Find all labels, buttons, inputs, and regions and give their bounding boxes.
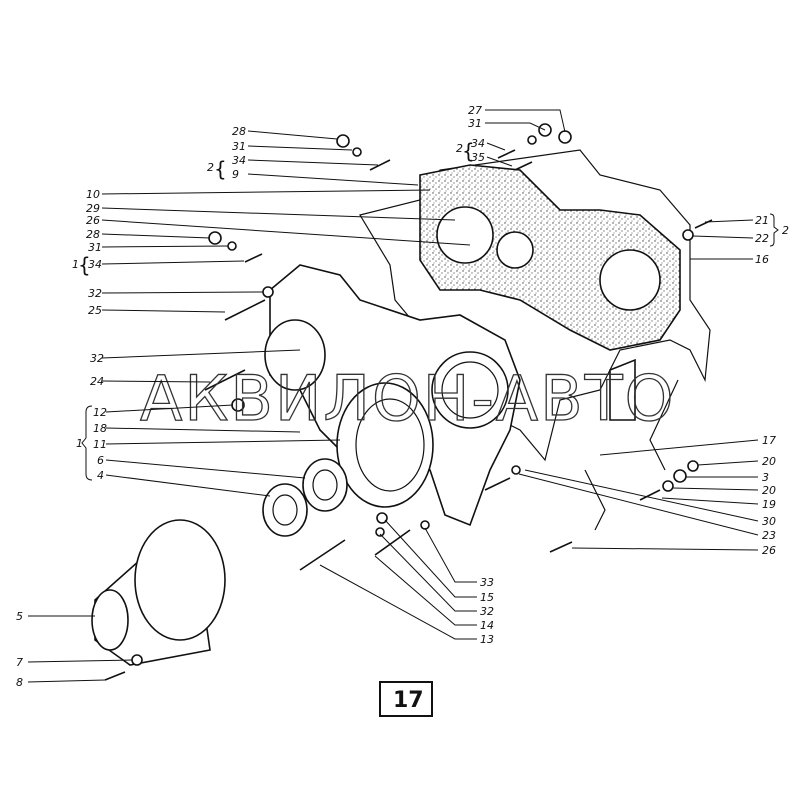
- bolts: [104, 149, 713, 681]
- clip: [584, 469, 606, 531]
- callout-label: 18: [93, 422, 107, 435]
- callout-label: 20: [762, 455, 776, 468]
- group-brace: [81, 405, 93, 481]
- callout-label: 34: [88, 258, 102, 271]
- callout-label: 16: [755, 253, 769, 266]
- callout-label: 19: [762, 498, 776, 511]
- figure-number-box: [379, 681, 433, 717]
- flange-inner: [355, 398, 425, 492]
- callout-label: 27: [468, 104, 482, 117]
- callout-label: 6: [97, 454, 104, 467]
- callout-label: 7: [16, 656, 23, 669]
- callout-label: 33: [480, 576, 494, 589]
- callout-label: 17: [762, 434, 776, 447]
- callout-label: 23: [762, 529, 776, 542]
- callout-label: 9: [232, 168, 239, 181]
- group-brace: {: [214, 157, 227, 181]
- callout-label: 20: [762, 484, 776, 497]
- group-number: 1: [76, 437, 83, 450]
- callout-label: 32: [90, 352, 104, 365]
- callout-labels: 27 31 2 { 34 35 28 31 2 { 34 9 10 29 26 …: [16, 104, 789, 689]
- callout-label: 31: [468, 117, 482, 130]
- flange: [336, 382, 434, 508]
- callout-label: 5: [16, 610, 23, 623]
- callout-label: 35: [471, 151, 485, 164]
- callout-label: 13: [480, 633, 494, 646]
- callout-label: 21: [755, 214, 769, 227]
- watermark: АКВИЛОН-АВТО: [140, 362, 675, 435]
- callout-label: 29: [86, 202, 100, 215]
- group-number: 2: [782, 224, 789, 237]
- leader-lines: [27, 109, 759, 683]
- housing-bore-inner: [441, 361, 499, 419]
- oil-pipe: [649, 379, 679, 471]
- figure-number: 17: [393, 688, 424, 713]
- callout-label: 26: [762, 544, 776, 557]
- callout-label: 26: [86, 214, 100, 227]
- callout-label: 34: [471, 137, 485, 150]
- group-number: 2: [207, 161, 214, 174]
- cover-opening: [496, 231, 534, 269]
- washers-nuts: [131, 123, 699, 666]
- group-number: 1: [72, 258, 79, 271]
- callout-label: 14: [480, 619, 494, 632]
- housing-bore: [431, 351, 509, 429]
- cover-opening: [436, 206, 494, 264]
- callout-label: 31: [88, 241, 102, 254]
- seal: [302, 458, 348, 512]
- callout-label: 4: [97, 469, 104, 482]
- callout-label: 32: [480, 605, 494, 618]
- callout-label: 11: [93, 438, 107, 451]
- callout-label: 34: [232, 154, 246, 167]
- callout-label: 32: [88, 287, 102, 300]
- hub-bore: [91, 589, 129, 651]
- group-brace: [769, 213, 779, 247]
- cover-opening: [599, 249, 661, 311]
- callout-label: 31: [232, 140, 246, 153]
- callout-label: 10: [86, 188, 100, 201]
- callout-label: 8: [16, 676, 23, 689]
- oil-seal-inner: [272, 494, 298, 526]
- callout-label: 30: [762, 515, 776, 528]
- callout-label: 28: [86, 228, 100, 241]
- cover-foot: [609, 358, 636, 421]
- hub-flange: [134, 519, 226, 641]
- group-number: 2: [456, 142, 463, 155]
- group-brace: {: [462, 139, 475, 163]
- callout-label: 28: [232, 125, 246, 138]
- callout-label: 3: [762, 471, 769, 484]
- callout-label: 25: [88, 304, 102, 317]
- housing-dome: [264, 319, 326, 391]
- callout-label: 15: [480, 591, 494, 604]
- callout-label: 22: [755, 232, 769, 245]
- seal-inner: [312, 469, 338, 501]
- group-brace: {: [78, 253, 91, 277]
- callout-label: 12: [93, 406, 107, 419]
- oil-seal: [262, 483, 308, 537]
- callout-label: 24: [90, 375, 104, 388]
